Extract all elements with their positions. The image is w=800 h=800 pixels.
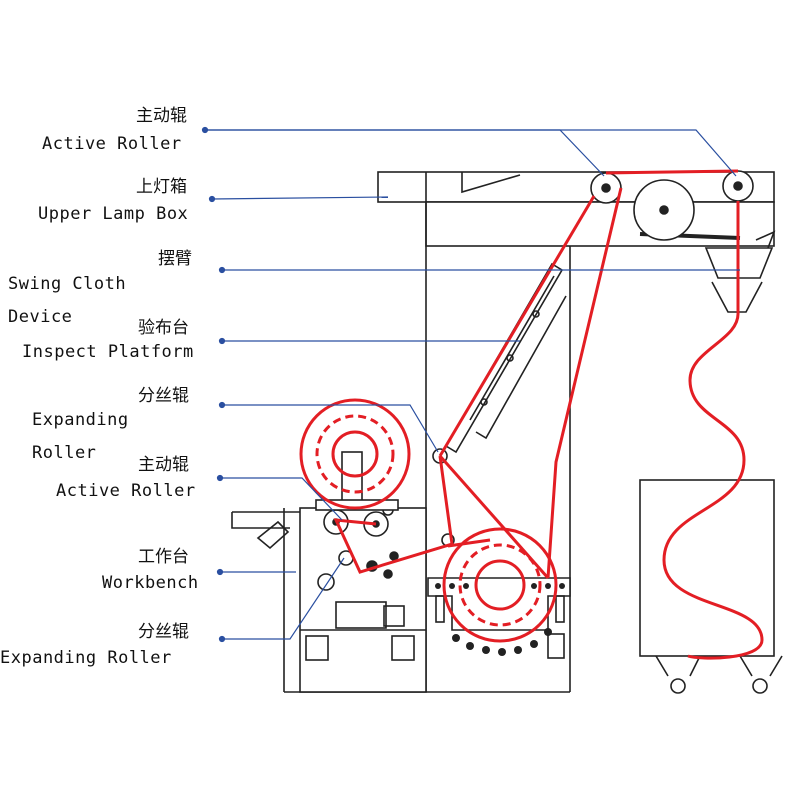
label-inspect-platform-zh: 验布台 [138, 318, 189, 338]
label-workbench-zh: 工作台 [138, 547, 189, 567]
label-workbench-en: Workbench [102, 573, 199, 593]
label-active-roller-low-zh: 主动辊 [138, 455, 189, 475]
label-expanding-roller-low-en: Expanding Roller [0, 648, 172, 668]
label-swing-cloth-en1: Swing Cloth [8, 274, 127, 294]
label-expanding-roller-mid-zh: 分丝辊 [138, 386, 189, 406]
lamp-box-body [425, 201, 775, 247]
lower-small-rollers [435, 583, 565, 656]
label-expanding-roller-mid-en1: Expanding [32, 410, 129, 430]
leader-lines [201, 126, 740, 643]
label-active-roller-top-en: Active Roller [42, 134, 182, 154]
workbench-body [299, 507, 427, 693]
label-swing-cloth-zh: 摆臂 [158, 249, 192, 269]
label-expanding-roller-mid-en2: Roller [32, 443, 97, 463]
take-up-box [639, 479, 775, 657]
label-upper-lamp-box-zh: 上灯箱 [136, 177, 187, 197]
label-expanding-roller-low-zh: 分丝辊 [138, 622, 189, 642]
upper-lamp-box [377, 171, 775, 203]
label-active-roller-top-zh: 主动辊 [136, 106, 187, 126]
label-upper-lamp-box-en: Upper Lamp Box [38, 204, 189, 224]
label-active-roller-low-en: Active Roller [56, 481, 196, 501]
label-inspect-platform-en: Inspect Platform [22, 342, 194, 362]
fabric-path [299, 169, 764, 660]
label-swing-cloth-en2: Device [8, 307, 73, 327]
